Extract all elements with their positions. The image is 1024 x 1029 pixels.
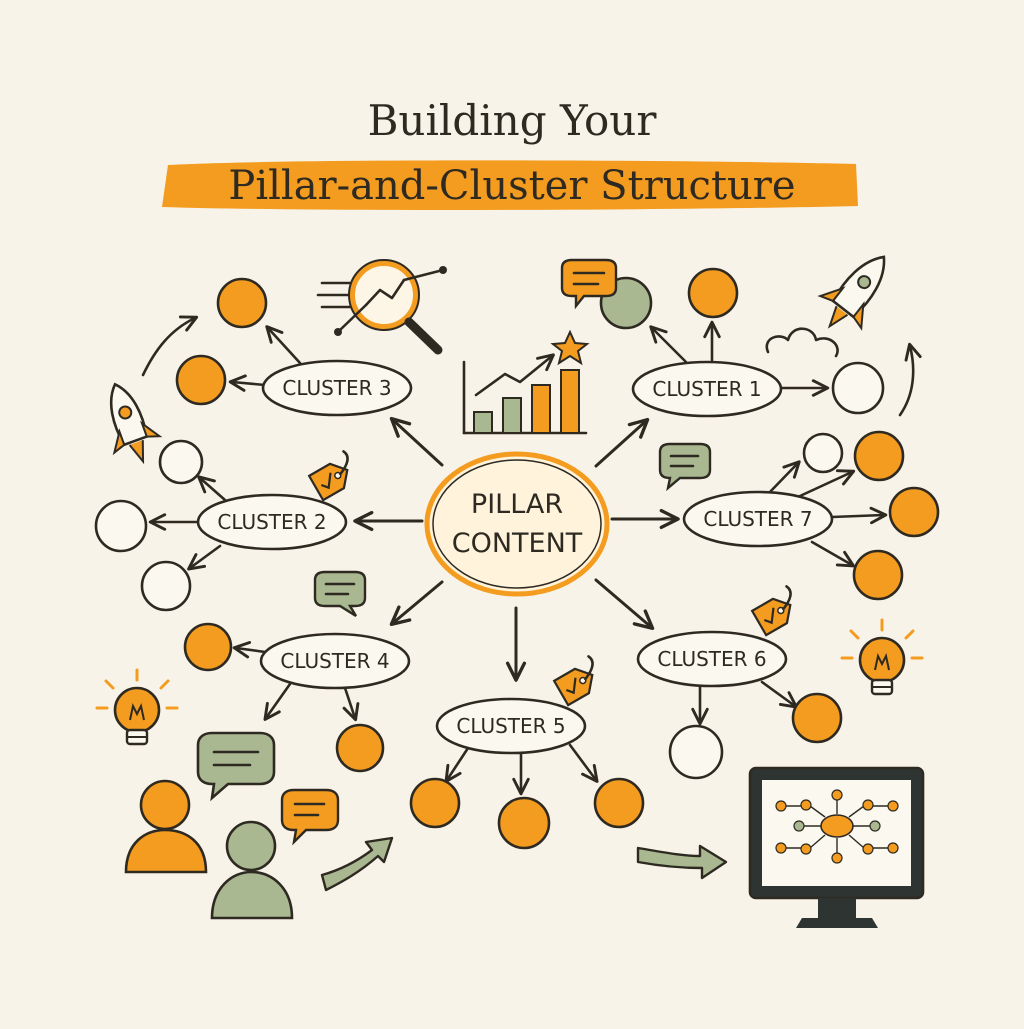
cluster-2-group: CLUSTER 2 [94,439,348,612]
pillar-arrows [353,416,680,682]
cluster-3-group: CLUSTER 3 [141,277,413,417]
title-line-2: Pillar-and-Cluster Structure [228,163,795,209]
rocket-icon [109,382,163,465]
magnifier-chart-icon [316,259,447,355]
flow-arrow-icon [320,836,728,892]
cluster-7-group: CLUSTER 7 [682,430,940,601]
rocket-icon-right [765,255,886,358]
monitor-icon [748,766,925,928]
cluster-6-group: CLUSTER 6 [636,630,843,780]
cluster-7-label: CLUSTER 7 [703,507,812,531]
cluster-2-label: CLUSTER 2 [217,510,326,534]
people-icon [124,779,294,920]
mini-diagram [775,789,899,864]
price-tag-icon [307,450,792,707]
title-highlight [162,160,858,210]
cluster-3-label: CLUSTER 3 [282,376,391,400]
cluster-4-label: CLUSTER 4 [280,649,389,673]
pillar-label-2: CONTENT [452,528,583,559]
cluster-5-group: CLUSTER 5 [409,697,645,850]
title: Building Your Pillar-and-Cluster Structu… [162,96,858,210]
title-line-1: Building Your [368,96,658,145]
pillar-label-1: PILLAR [471,489,563,520]
cluster-1-label: CLUSTER 1 [652,377,761,401]
bar-chart-icon [462,329,590,435]
cluster-4-group: CLUSTER 4 [183,622,411,773]
cluster-5-label: CLUSTER 5 [456,714,565,738]
lightbulb-icon [95,618,924,746]
speech-bubble-icon [196,258,712,846]
cluster-6-label: CLUSTER 6 [657,647,766,671]
pillar-node: PILLAR CONTENT [424,451,610,597]
cluster-1-group: CLUSTER 1 [599,267,922,418]
